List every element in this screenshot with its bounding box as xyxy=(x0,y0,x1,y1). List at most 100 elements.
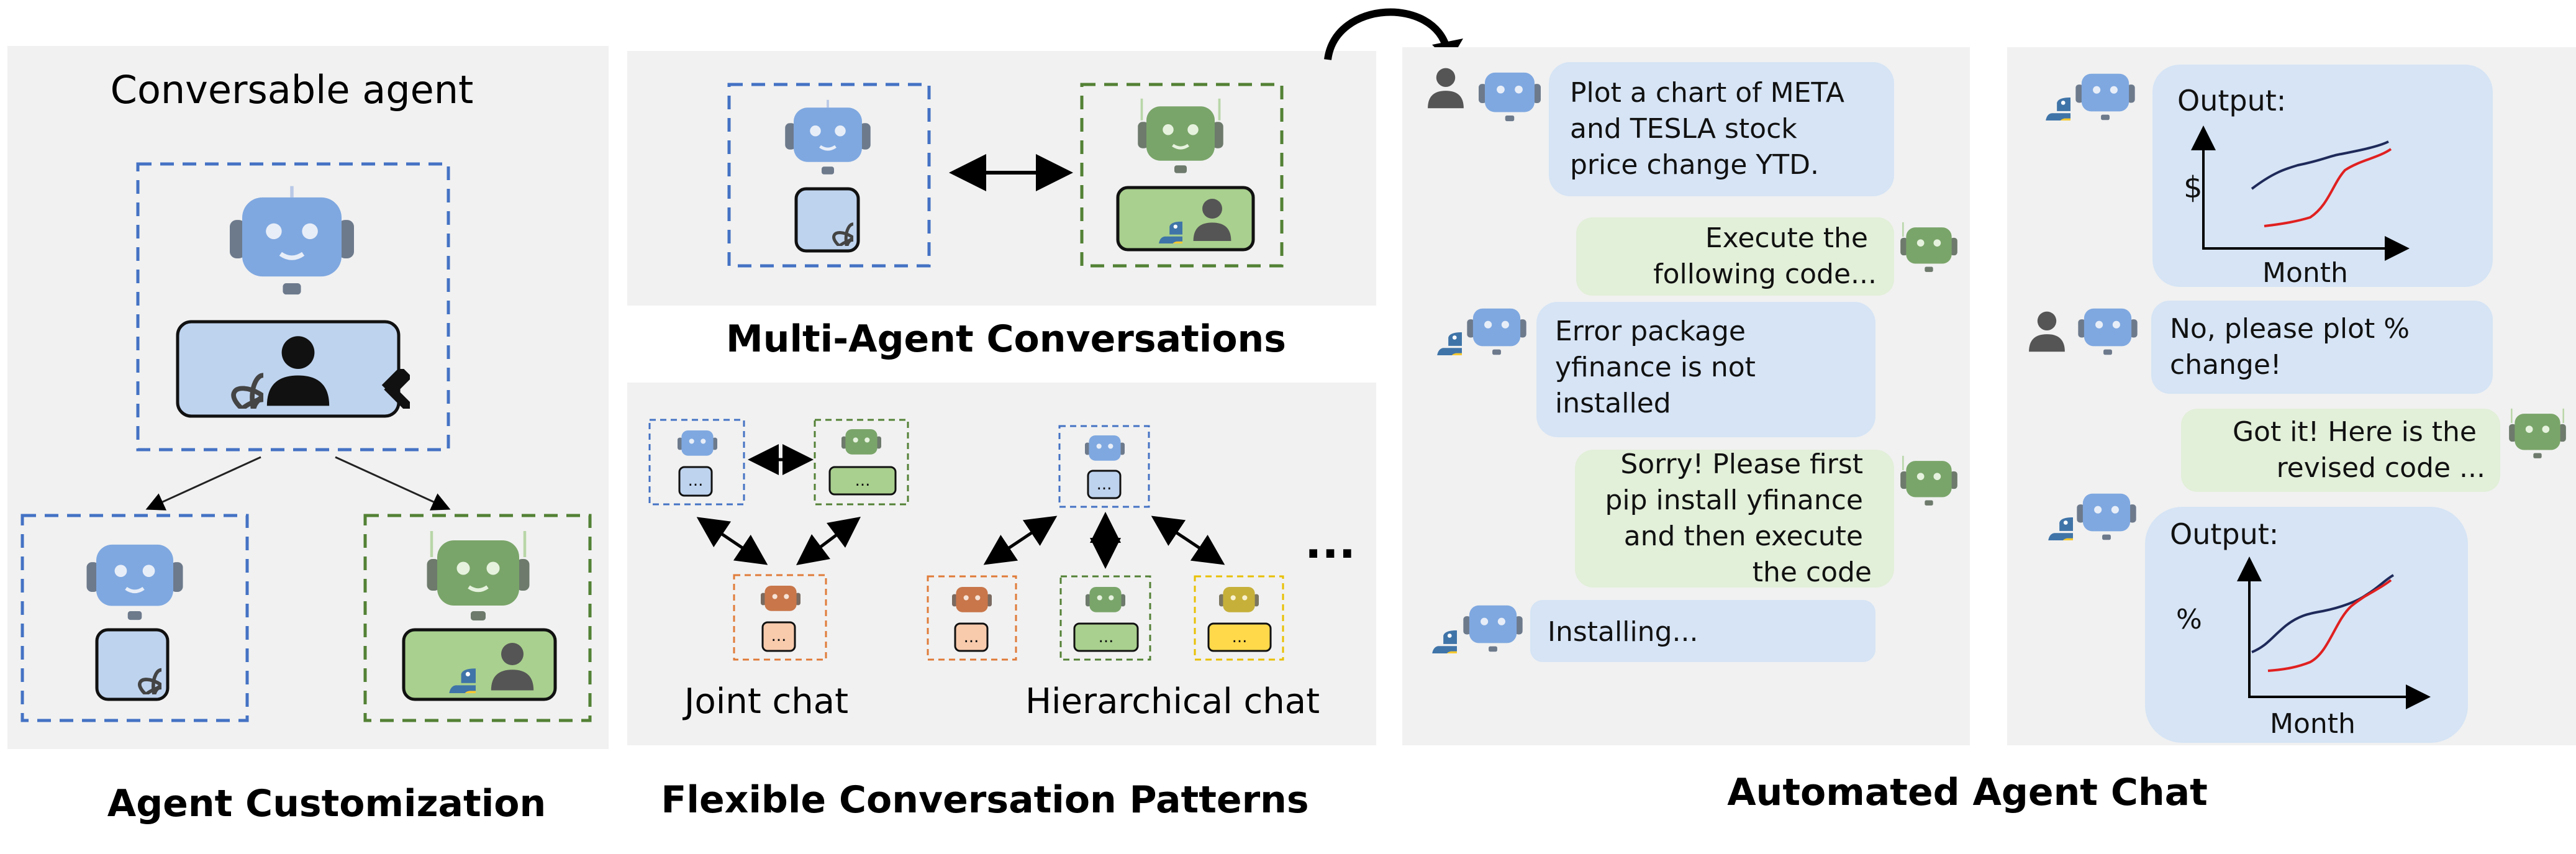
python-human-box xyxy=(1116,186,1255,252)
hierarchical-chat-label: Hierarchical chat xyxy=(1025,681,1320,722)
conversation-patterns-panel: ... ... ... Joint chat ... xyxy=(627,383,1376,822)
robot-icon xyxy=(1463,605,1523,652)
robot-icon xyxy=(230,186,354,295)
x-axis-label: Month xyxy=(2262,257,2348,289)
robot-icon xyxy=(2078,308,2138,355)
arrow-to-left-agent xyxy=(145,456,261,511)
more-patterns-ellipsis: ... xyxy=(1305,516,1356,568)
robot-icon xyxy=(2077,493,2136,540)
agent-box-blue xyxy=(136,162,450,452)
chat-bubble xyxy=(1575,450,1894,588)
robot-icon xyxy=(1479,72,1541,122)
chat-bubble xyxy=(1536,302,1875,437)
hier-yellow-agent xyxy=(1194,575,1284,661)
chart-line-series xyxy=(2267,579,2392,672)
robot-icon xyxy=(1900,455,1957,506)
box-dots: ... xyxy=(1097,475,1112,494)
agent-capability-box xyxy=(1073,622,1139,652)
y-axis-label: % xyxy=(2176,604,2202,635)
robot-icon xyxy=(785,99,871,175)
agent-box-right xyxy=(363,514,592,722)
openai-box xyxy=(794,187,860,253)
bidirectional-arrow xyxy=(796,517,861,565)
joint-orange-agent xyxy=(733,574,827,661)
robot-icon xyxy=(1219,586,1259,612)
chat-bubble xyxy=(1530,600,1875,662)
chat-bubble xyxy=(2181,409,2500,492)
y-axis-label: $ xyxy=(2184,170,2203,205)
chat-message-text: Sorry! Please first pip install yfinance… xyxy=(1605,448,1872,588)
chat-message-text: Got it! Here is the revised code ... xyxy=(2233,416,2485,484)
robot-icon xyxy=(1085,435,1125,461)
box-dots: ... xyxy=(1099,628,1114,647)
box-dots: ... xyxy=(855,471,871,490)
chat-bubble xyxy=(2151,301,2493,394)
robot-icon xyxy=(1138,98,1223,173)
agent-capability-box xyxy=(1087,470,1122,499)
agent-capability-box xyxy=(954,622,989,652)
arrow-to-right-agent xyxy=(335,456,451,511)
bidirectional-arrow xyxy=(696,517,768,565)
agent-customization-caption: Agent Customization xyxy=(107,782,546,825)
robot-icon xyxy=(230,186,354,295)
robot-icon xyxy=(1900,222,1957,272)
robot-icon xyxy=(761,585,800,611)
chat-bubble xyxy=(1576,217,1894,296)
robot-icon xyxy=(86,544,183,620)
human-icon xyxy=(1428,68,1464,109)
conversation-patterns-caption: Flexible Conversation Patterns xyxy=(661,778,1308,822)
chat-message-text: Installing... xyxy=(1548,616,1698,648)
conversable-agent-title: Conversable agent xyxy=(111,67,474,112)
automated-chat-left-panel: Plot a chart of META and TESLA stock pri… xyxy=(1402,47,1970,745)
robot-icon xyxy=(1467,308,1526,355)
human-icon xyxy=(1193,199,1231,241)
box-dots: ... xyxy=(771,627,787,645)
chat-bubble xyxy=(1549,62,1894,196)
chat-message-text: No, please plot % change! xyxy=(2170,313,2418,381)
box-dots: ... xyxy=(1232,628,1248,647)
output-bubble xyxy=(2145,507,2468,743)
joint-green-agent xyxy=(814,419,909,506)
multi-agent-panel: Multi-Agent Conversations xyxy=(627,51,1376,361)
human-icon xyxy=(2029,311,2065,352)
agent-capability-box xyxy=(761,621,796,652)
output-bubble xyxy=(2152,65,2493,287)
chart-line-series xyxy=(2251,140,2389,190)
robot-icon xyxy=(841,429,881,455)
bidirectional-arrow xyxy=(983,516,1058,565)
hier-green-agent xyxy=(1059,575,1151,661)
agent-capability-box xyxy=(828,466,897,496)
box-dots: ... xyxy=(964,628,979,647)
human-icon xyxy=(491,643,534,691)
hier-blue-agent xyxy=(1058,425,1150,508)
chat-message-text: Plot a chart of META and TESLA stock pri… xyxy=(1570,77,1853,181)
robot-icon xyxy=(952,586,992,612)
robot-icon xyxy=(427,531,530,620)
robot-icon xyxy=(2075,73,2135,120)
joint-blue-agent xyxy=(648,419,745,506)
output-label: Output: xyxy=(2177,84,2286,117)
automated-chat-caption: Automated Agent Chat xyxy=(1727,771,2208,814)
robot-icon xyxy=(2509,408,2566,458)
agent-box-green xyxy=(1080,83,1284,268)
x-axis-label: Month xyxy=(2270,708,2356,740)
bidirectional-arrow xyxy=(1151,516,1225,565)
human-icon xyxy=(266,336,330,406)
agent-capability-box xyxy=(1207,622,1272,652)
chart-line-series xyxy=(2264,148,2392,227)
chat-message-text: Execute the following code... xyxy=(1653,222,1877,290)
robot-icon xyxy=(1086,586,1125,612)
output-label: Output: xyxy=(2170,517,2279,551)
agent-capability-box xyxy=(678,466,713,497)
openai-box xyxy=(95,628,170,701)
agent-customization-panel: Conversable agent xyxy=(7,46,609,825)
hier-orange-agent xyxy=(927,575,1017,661)
chat-message-text: Error package yfinance is not installed xyxy=(1555,316,1764,419)
curved-transition-arrow xyxy=(1324,8,1451,60)
joint-chat-label: Joint chat xyxy=(683,681,848,722)
automated-chat-right-panel: Output: $ Month No, please plot % change… xyxy=(2007,47,2576,745)
agent-box-blue xyxy=(727,83,931,268)
robot-icon xyxy=(678,430,717,456)
agent-box-left xyxy=(20,514,249,722)
